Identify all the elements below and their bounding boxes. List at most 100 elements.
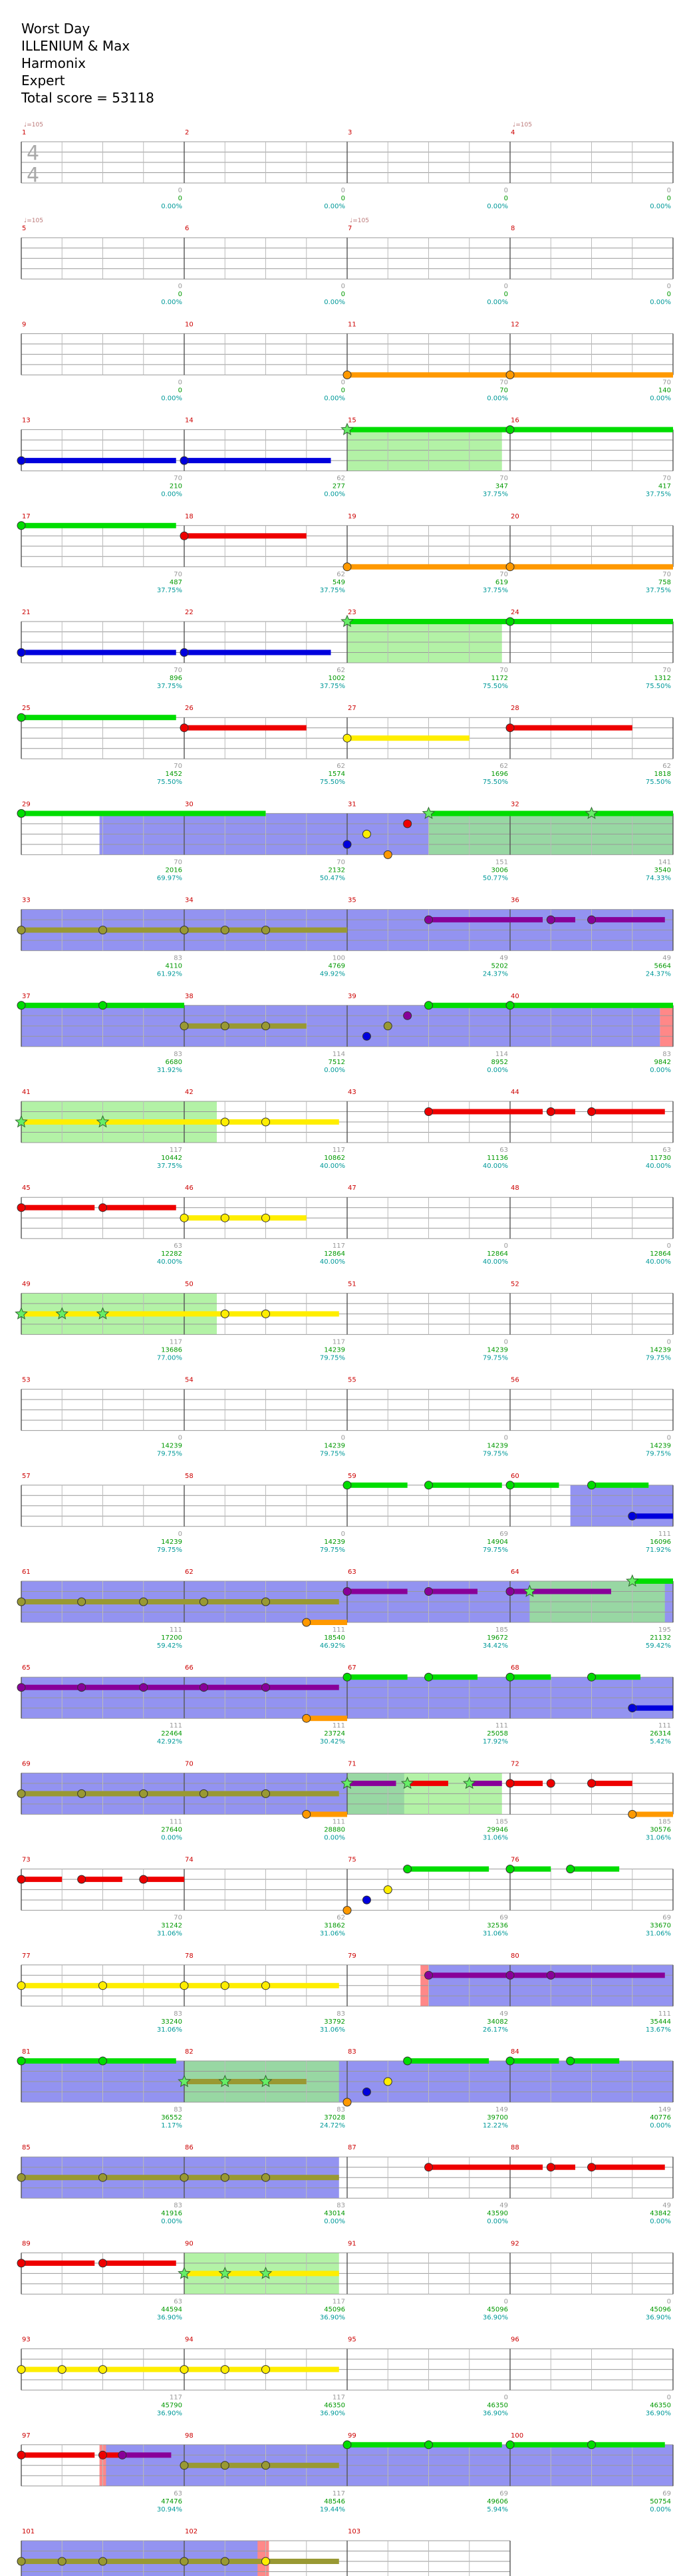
sustain-bar [184, 1023, 307, 1029]
star-note [218, 2074, 232, 2088]
note-gem [505, 1970, 515, 1980]
measure-number: 73 [22, 1857, 31, 1864]
sustain-bar [306, 1716, 347, 1722]
sustain-bar [347, 1482, 408, 1488]
note-gem [505, 1672, 515, 1682]
measure-points: 0 [504, 1338, 508, 1346]
measure-score: 11730 [650, 1155, 671, 1162]
measure-number: 91 [348, 2240, 356, 2247]
measure-percent: 31.06% [646, 1834, 671, 1841]
note-gem [17, 456, 26, 465]
measure-number: 98 [185, 2432, 194, 2440]
note-gem [77, 1875, 86, 1884]
song-title: Worst Day [21, 21, 90, 37]
measure-score: 0 [341, 291, 345, 298]
note-gem [587, 1779, 596, 1788]
measure-percent: 24.37% [483, 971, 508, 978]
measure-score: 46350 [487, 2402, 508, 2410]
measure-points: 62 [337, 1915, 345, 1922]
measure-number: 15 [348, 417, 356, 425]
measure-score: 11136 [487, 1155, 508, 1162]
measure-score: 0 [504, 291, 508, 298]
measure-score: 0 [178, 387, 182, 394]
note-gem [628, 1511, 637, 1521]
sustain-bar [551, 2164, 575, 2170]
star-note [96, 1115, 110, 1128]
measure-percent: 31.06% [320, 1931, 345, 1938]
note-gem [505, 1865, 515, 1874]
measure-score: 14239 [161, 1443, 182, 1450]
measure-percent: 79.75% [483, 1547, 508, 1554]
measure-percent: 59.42% [157, 1642, 182, 1650]
measure-points: 141 [658, 858, 671, 866]
measure-number: 35 [348, 897, 356, 904]
measure-score: 14239 [324, 1539, 345, 1546]
sustain-bar [591, 2164, 665, 2170]
measure-score: 45096 [487, 2306, 508, 2313]
note-gem [362, 1895, 371, 1905]
measure-percent: 75.50% [320, 779, 345, 786]
measure-score: 41916 [161, 2210, 182, 2217]
measure-score: 36552 [161, 2114, 182, 2121]
measure-score: 26314 [650, 1730, 671, 1738]
measure-percent: 75.50% [483, 779, 508, 786]
measure-score: 23724 [324, 1730, 345, 1738]
note-gem [139, 1875, 148, 1884]
measure-percent: 37.75% [157, 683, 182, 690]
measure-score: 14239 [650, 1346, 671, 1354]
measure-score: 27640 [161, 1826, 182, 1833]
measure-number: 76 [511, 1857, 519, 1864]
measure-number: 5 [22, 225, 26, 232]
measure-points: 151 [495, 858, 508, 866]
measure-points: 49 [662, 2202, 671, 2209]
measure-number: 1 [22, 129, 26, 136]
measure-points: 70 [174, 858, 182, 866]
measure-points: 117 [170, 2394, 182, 2402]
note-gem [424, 915, 433, 924]
measure-number: 51 [348, 1280, 356, 1288]
measure-score: 1696 [491, 771, 508, 778]
measure-number: 16 [511, 417, 519, 425]
note-gem [17, 1597, 26, 1606]
measure-points: 0 [504, 187, 508, 194]
note-gem [17, 1981, 26, 1990]
measure-percent: 75.50% [157, 779, 182, 786]
sustain-bar [407, 1866, 489, 1872]
measure-number: 37 [22, 993, 31, 1000]
note-gem [77, 1683, 86, 1692]
measure-score: 33670 [650, 1923, 671, 1930]
measure-points: 62 [337, 475, 345, 482]
measure-number: 10 [185, 321, 194, 328]
note-gem [566, 1865, 575, 1874]
note-gem [587, 1672, 596, 1682]
measure-number: 87 [348, 2144, 356, 2151]
measure-points: 0 [178, 379, 182, 386]
sustain-bar [143, 1877, 184, 1883]
measure-percent: 31.06% [157, 1931, 182, 1938]
measure-number: 78 [185, 1952, 194, 1960]
measure-number: 65 [22, 1664, 31, 1672]
measure-points: 185 [495, 1626, 508, 1634]
note-gem [17, 2557, 26, 2566]
measure-percent: 75.50% [646, 779, 671, 786]
measure-points: 70 [174, 475, 182, 482]
measure-score: 33792 [324, 2018, 345, 2026]
note-gem [199, 1683, 208, 1692]
note-gem [180, 531, 189, 540]
note-gem [505, 723, 515, 733]
note-gem [220, 1021, 229, 1031]
measure-percent: 0.00% [161, 1834, 182, 1841]
measure-points: 70 [174, 667, 182, 674]
measure-percent: 19.44% [320, 2506, 345, 2513]
measure-points: 83 [174, 2202, 182, 2209]
measure-points: 0 [667, 283, 671, 290]
measure-points: 0 [504, 1242, 508, 1250]
sustain-bar [21, 522, 176, 528]
measure-score: 19672 [487, 1634, 508, 1642]
measure-points: 70 [174, 1915, 182, 1922]
measure-percent: 46.92% [320, 1642, 345, 1650]
sustain-bar [510, 1780, 543, 1786]
note-gem [424, 1587, 433, 1596]
sustain-bar [184, 725, 307, 731]
